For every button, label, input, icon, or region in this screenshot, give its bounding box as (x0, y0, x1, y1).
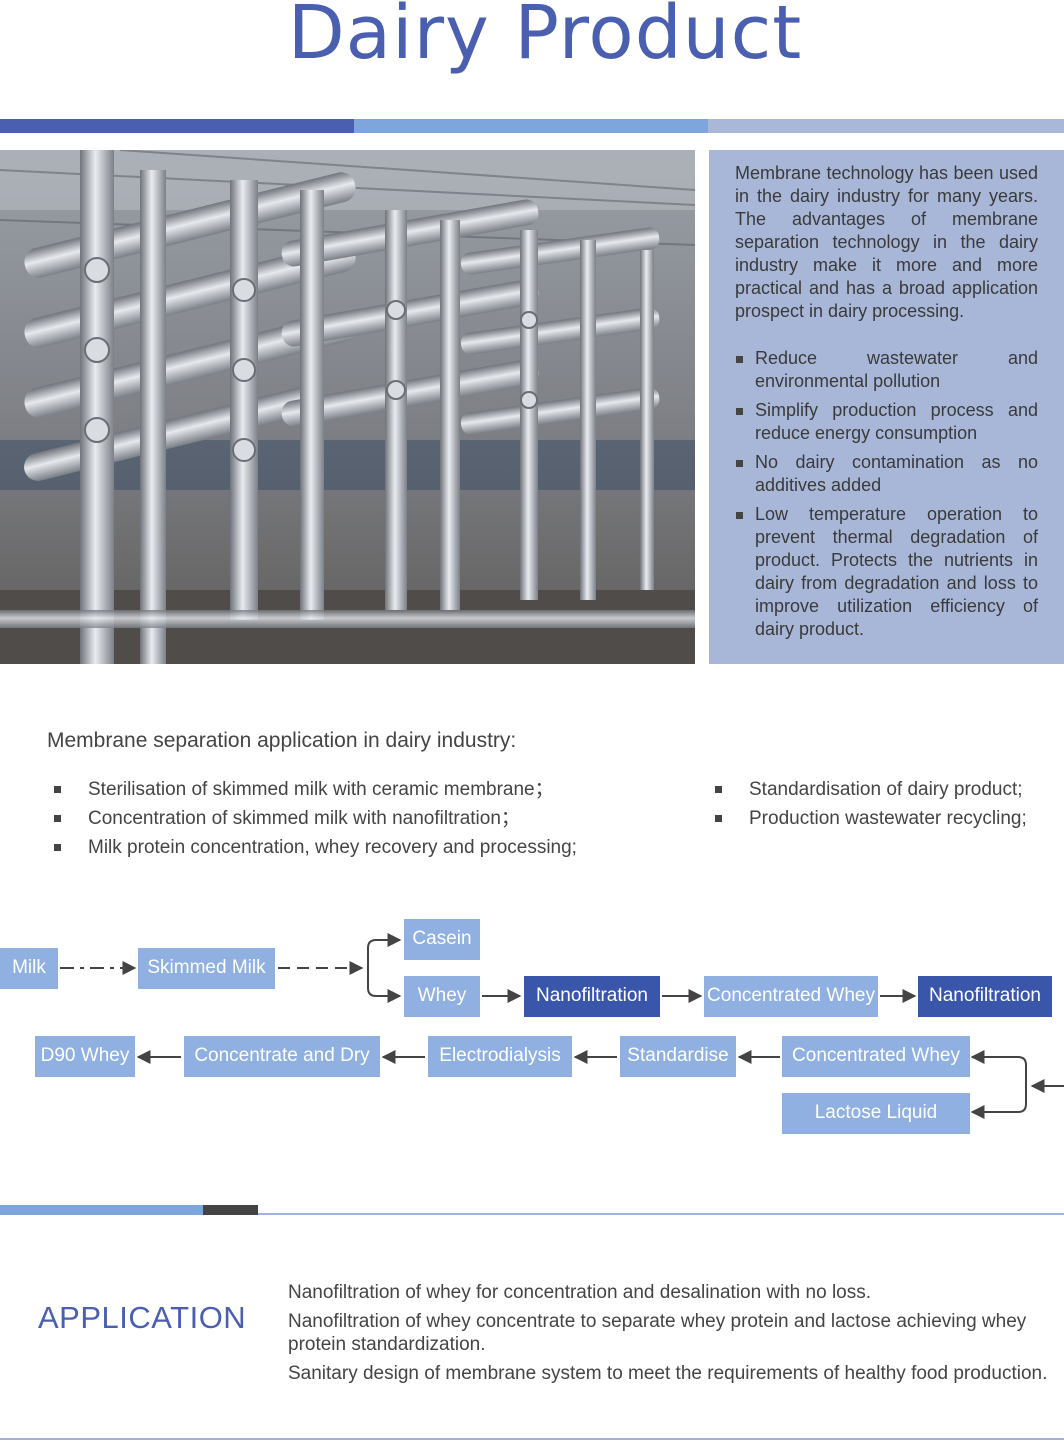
flow-box-d90-whey: D90 Whey (35, 1036, 135, 1077)
header-bar-segment-3 (708, 119, 1064, 133)
advantages-list: Reduce wastewater and environmental poll… (735, 347, 1038, 641)
flow-connectors (60, 933, 1064, 1119)
flow-box-concentrate-dry: Concentrate and Dry (184, 1036, 380, 1077)
list-item: Concentration of skimmed milk with nanof… (47, 806, 577, 835)
flow-box-casein: Casein (404, 919, 480, 960)
flow-box-concentrated-whey-1: Concentrated Whey (704, 976, 878, 1017)
applications-list-left: Sterilisation of skimmed milk with ceram… (47, 777, 577, 864)
info-box: Membrane technology has been used in the… (709, 150, 1064, 664)
flow-box-concentrated-whey-2: Concentrated Whey (782, 1036, 970, 1077)
membrane-equipment-photo (0, 150, 695, 664)
flow-box-electrodialysis: Electrodialysis (428, 1036, 572, 1077)
header-bar-segment-1 (0, 119, 354, 133)
flow-box-lactose-liquid: Lactose Liquid (782, 1093, 970, 1134)
list-item: Standardisation of dairy product; (708, 777, 1027, 806)
application-heading: APPLICATION (38, 1300, 247, 1335)
list-item: Low temperature operation to prevent the… (735, 503, 1038, 641)
flow-box-milk: Milk (0, 948, 58, 989)
application-line: Nanofiltration of whey concentrate to se… (288, 1311, 1027, 1355)
page-title: Dairy Product (287, 0, 803, 76)
divider-segment-dark (203, 1205, 258, 1215)
application-lines: Nanofiltration of whey for concentration… (288, 1281, 1064, 1391)
divider-line (258, 1213, 1064, 1215)
flow-box-standardise: Standardise (620, 1036, 736, 1077)
list-item: Production wastewater recycling; (708, 806, 1027, 835)
applications-heading: Membrane separation application in dairy… (47, 729, 517, 752)
flow-box-nanofiltration-2: Nanofiltration (918, 976, 1052, 1017)
flow-box-skimmed-milk: Skimmed Milk (138, 948, 275, 989)
flow-box-nanofiltration-1: Nanofiltration (524, 976, 660, 1017)
flow-box-whey: Whey (404, 976, 480, 1017)
footer-line (0, 1438, 1064, 1440)
list-item: Milk protein concentration, whey recover… (47, 835, 577, 864)
list-item: Sterilisation of skimmed milk with ceram… (47, 777, 577, 806)
application-line: Sanitary design of membrane system to me… (288, 1363, 1048, 1384)
divider-segment-blue (0, 1205, 203, 1215)
list-item: No dairy contamination as no additives a… (735, 451, 1038, 497)
info-intro: Membrane technology has been used in the… (735, 163, 1038, 321)
list-item: Reduce wastewater and environmental poll… (735, 347, 1038, 393)
header-bar-segment-2 (354, 119, 708, 133)
applications-list-right: Standardisation of dairy product; Produc… (708, 777, 1027, 835)
list-item: Simplify production process and reduce e… (735, 399, 1038, 445)
application-line: Nanofiltration of whey for concentration… (288, 1282, 872, 1303)
